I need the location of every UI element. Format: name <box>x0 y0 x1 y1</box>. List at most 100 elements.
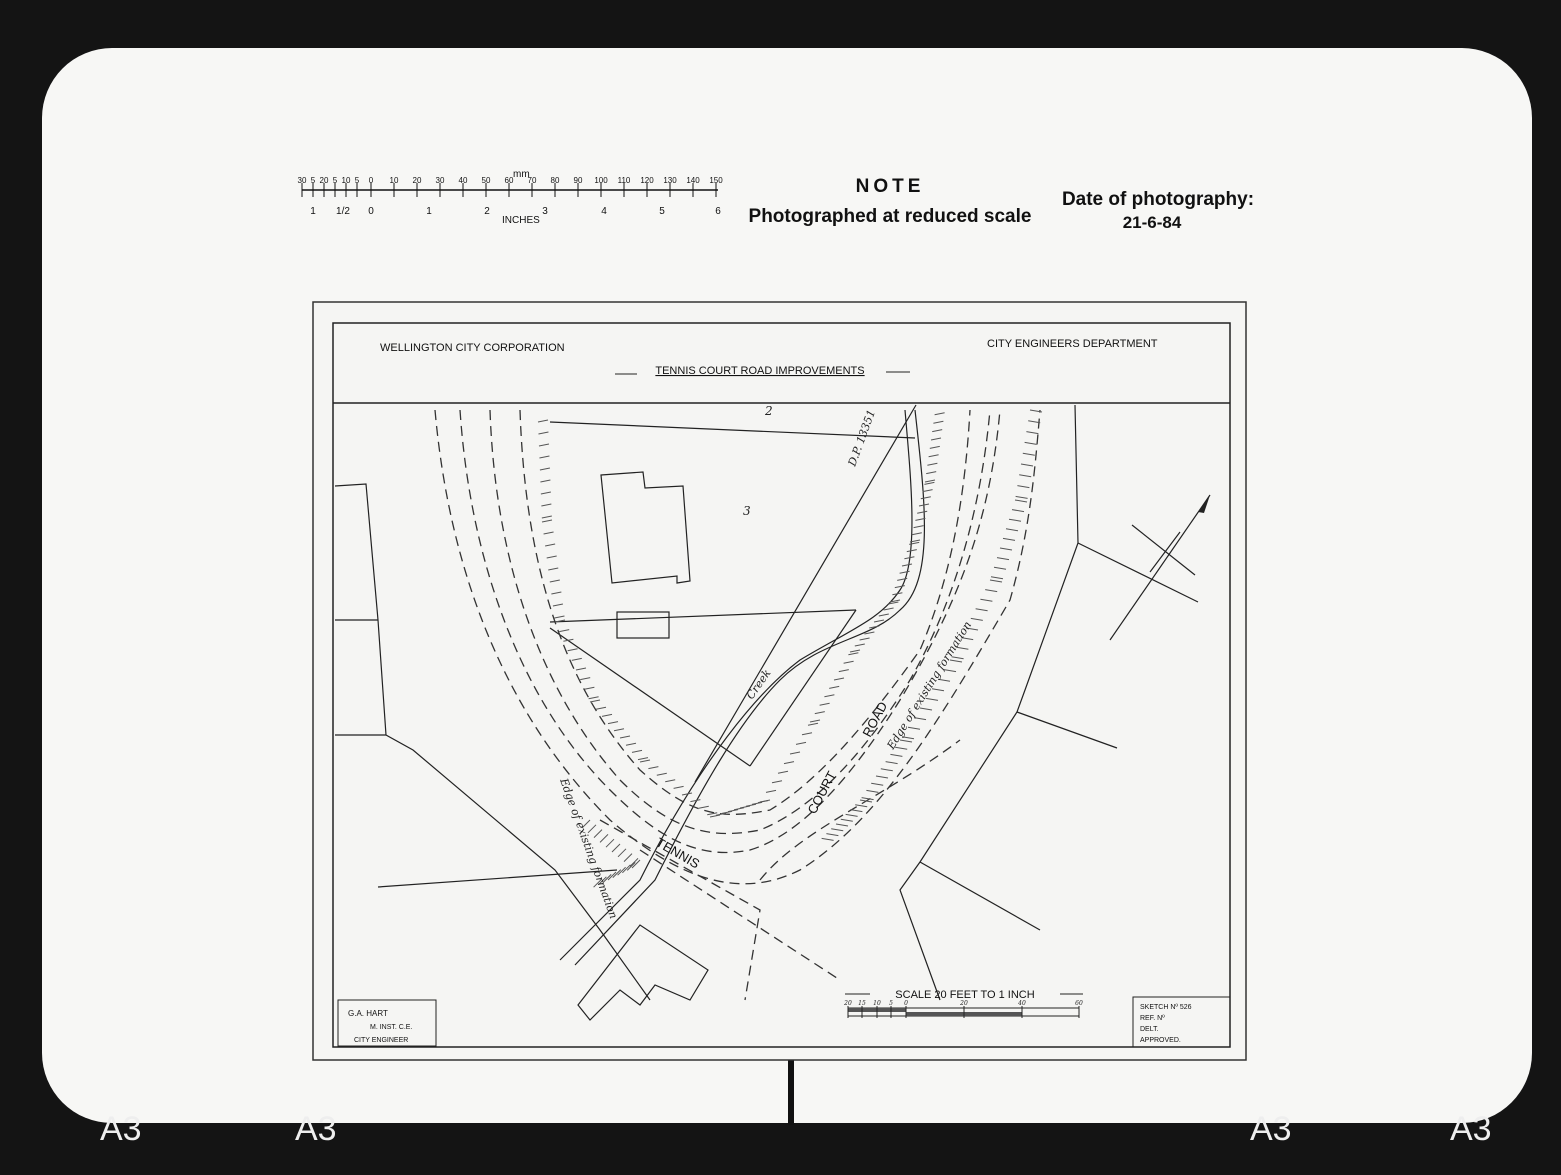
bank-hatch <box>631 749 643 753</box>
ruler-mm-tick-label: 140 <box>686 176 700 185</box>
drawing-title: TENNIS COURT ROAD IMPROVEMENTS <box>655 365 864 377</box>
bank-hatch <box>824 694 835 698</box>
scale-tick-label: 0 <box>904 1000 908 1007</box>
bank-hatch <box>850 809 863 813</box>
frame-mark: A3 <box>1250 1110 1292 1148</box>
ruler-inches-label: INCHES <box>502 215 540 226</box>
bank-hatch <box>554 619 566 623</box>
bank-hatch <box>901 563 913 567</box>
ruler-mm-tick-label: 20 <box>413 176 422 185</box>
bank-hatch <box>759 799 771 803</box>
ruler-mm-tick-label: 130 <box>663 176 677 185</box>
bank-hatch <box>873 619 885 623</box>
ruler-inch-tick-label: 2 <box>484 206 490 217</box>
bank-hatch <box>899 570 910 574</box>
bank-hatch <box>541 515 552 519</box>
bank-hatch <box>602 874 612 883</box>
bank-hatch <box>1020 463 1034 467</box>
bank-hatch <box>928 454 939 458</box>
bank-hatch <box>819 702 830 706</box>
bank-hatch <box>883 607 894 611</box>
bank-hatch <box>681 792 693 796</box>
bank-hatch <box>588 696 599 700</box>
bank-hatch <box>613 728 625 732</box>
bank-hatch <box>965 627 979 631</box>
scale-tick-label: 60 <box>1075 1000 1083 1007</box>
bank-hatch <box>587 824 597 834</box>
bank-hatch <box>897 577 908 581</box>
bank-hatch <box>580 677 591 681</box>
scale-tick-label: 5 <box>889 1000 893 1007</box>
bank-hatch <box>1029 409 1043 413</box>
bank-hatch <box>845 813 858 817</box>
engineer-block <box>337 999 437 1047</box>
frame-mark: A3 <box>100 1110 142 1148</box>
organisation: WELLINGTON CITY CORPORATION <box>380 342 565 354</box>
scale-tick-label: 10 <box>873 1000 881 1007</box>
bank-hatch <box>989 579 1003 583</box>
ruler-mm-tick-label: 80 <box>551 176 560 185</box>
bank-hatch <box>985 589 998 593</box>
bank-hatch <box>901 736 915 740</box>
engineer-name: G.A. HART <box>348 1009 388 1018</box>
bank-hatch <box>980 598 993 602</box>
bank-hatch <box>932 429 943 433</box>
bank-hatch <box>859 799 873 803</box>
bank-hatch <box>617 848 627 858</box>
ruler-mm-tick-label: 0 <box>369 176 374 185</box>
bank-hatch <box>926 471 937 475</box>
photo-date-value: 21-6-84 <box>1123 213 1182 232</box>
bank-hatch <box>894 585 905 589</box>
bank-hatch <box>849 649 861 653</box>
bank-hatch <box>589 699 601 703</box>
bank-hatch <box>999 547 1013 551</box>
bank-hatch <box>789 751 801 755</box>
bank-hatch <box>956 646 969 650</box>
bank-hatch <box>913 525 924 529</box>
bank-hatch <box>937 678 951 682</box>
bank-hatch <box>961 637 974 641</box>
bank-hatch <box>1002 537 1016 541</box>
ruler-inch-tick-label: 3 <box>542 206 548 217</box>
bank-hatch <box>1014 499 1028 503</box>
bank-hatch <box>549 579 560 583</box>
bank-hatch <box>648 766 659 770</box>
bank-hatch <box>996 557 1010 561</box>
department: CITY ENGINEERS DEPARTMENT <box>987 338 1158 350</box>
bank-hatch <box>951 656 964 660</box>
ruler-mm-tick-label: 10 <box>390 176 399 185</box>
bank-hatch <box>929 445 940 449</box>
bank-hatch <box>911 532 922 536</box>
bank-hatch <box>622 864 631 874</box>
bank-hatch <box>889 599 901 603</box>
bank-hatch <box>721 810 733 814</box>
bank-hatch <box>1019 474 1032 478</box>
bank-hatch <box>598 876 607 886</box>
ruler-mm-tick-label: 90 <box>574 176 583 185</box>
ruler-mm-tick-label: 30 <box>436 176 445 185</box>
ruler-mm-tick-label: 5 <box>311 176 316 185</box>
bank-hatch <box>539 467 551 471</box>
bank-hatch <box>917 510 928 514</box>
sketch-number: SKETCH Nº 526 <box>1140 1004 1192 1011</box>
bank-hatch <box>612 869 622 878</box>
bank-hatch <box>904 556 915 560</box>
bank-hatch <box>631 859 641 869</box>
bank-hatch <box>605 838 615 848</box>
bank-hatch <box>807 722 819 726</box>
ruler-inch-tick-label: 0 <box>368 206 374 217</box>
bank-hatch <box>599 834 609 843</box>
bank-hatch <box>541 503 552 507</box>
fold-mark <box>788 1050 794 1125</box>
bank-hatch <box>848 652 859 656</box>
bank-hatch <box>540 479 551 483</box>
bank-hatch <box>548 567 559 571</box>
site-plan <box>334 404 1211 1021</box>
bank-hatch <box>607 721 619 725</box>
bank-hatch <box>690 799 701 803</box>
bank-hatch <box>1022 452 1035 456</box>
sketch-info-block <box>1132 996 1231 1048</box>
lot-number-2: 2 <box>764 404 773 418</box>
